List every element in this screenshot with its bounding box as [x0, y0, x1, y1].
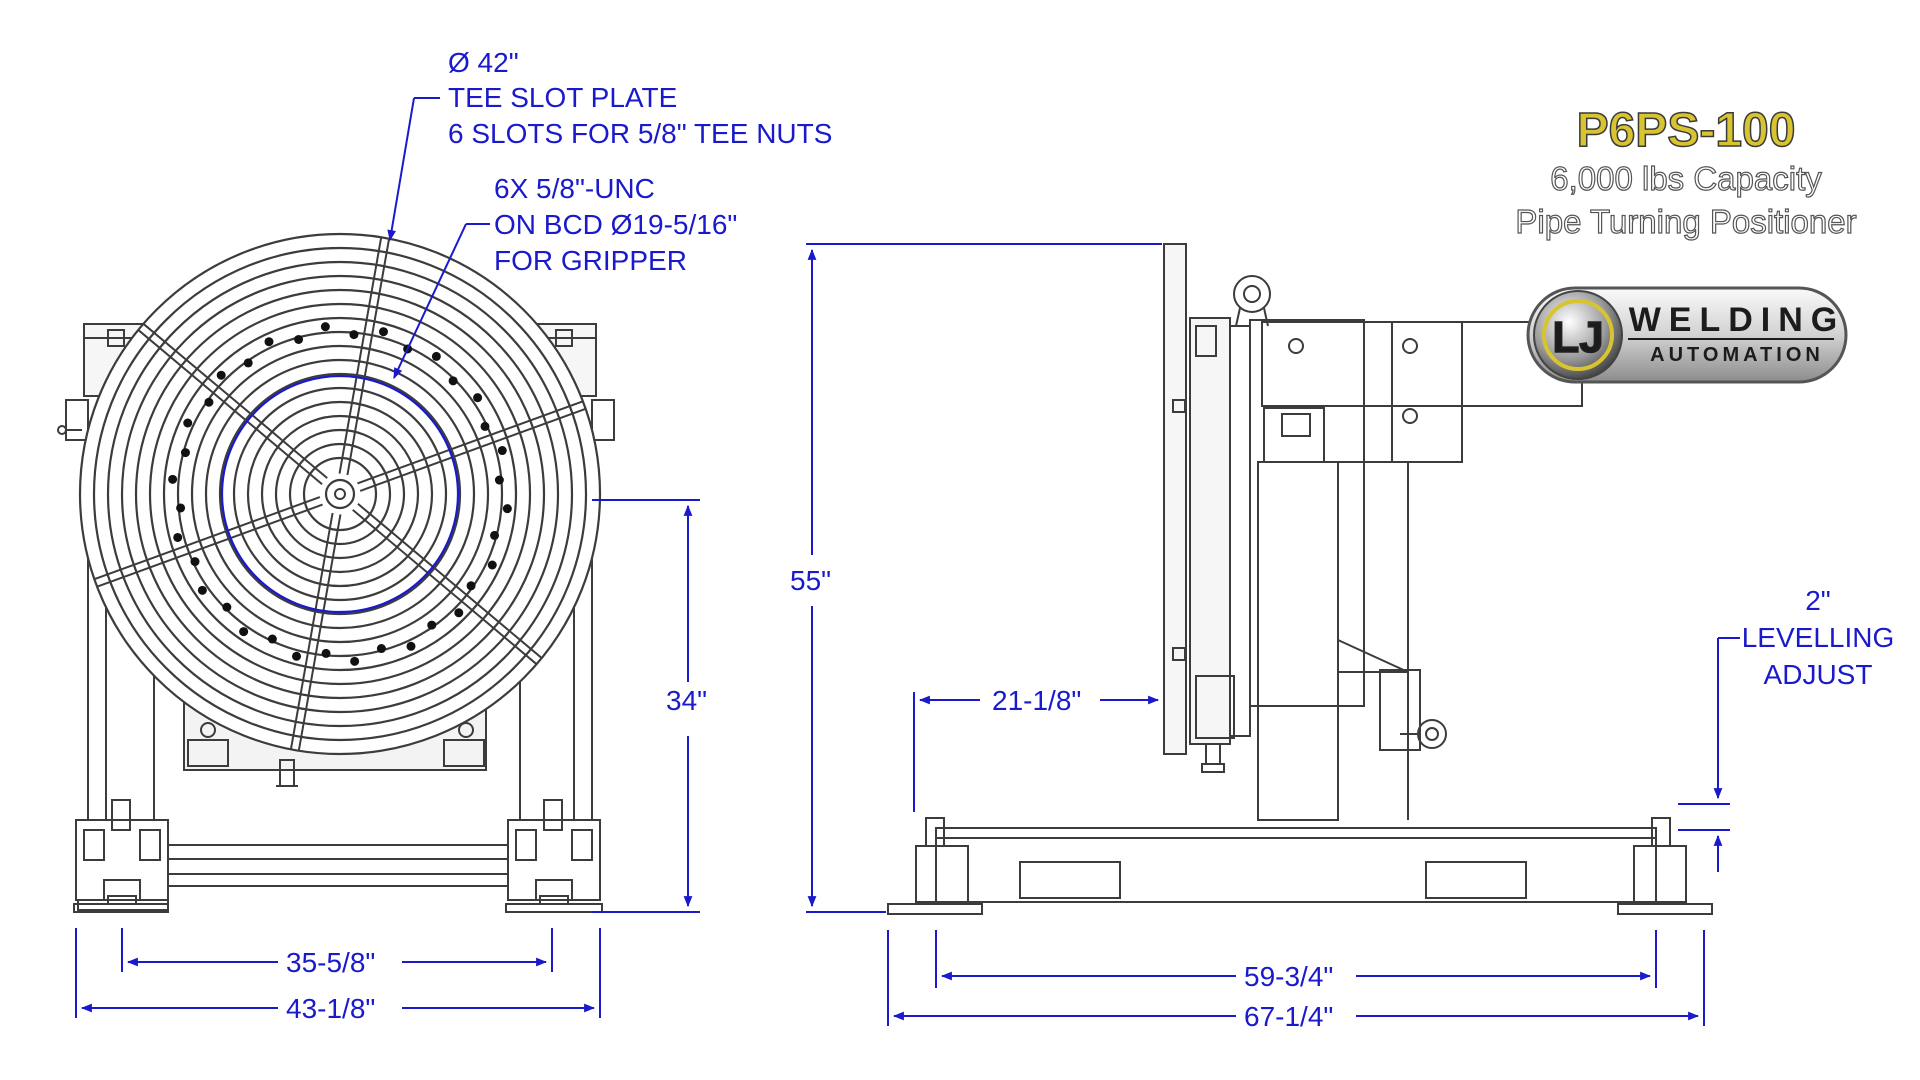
tee-slot-spoke [338, 237, 391, 476]
mounting-hole [480, 421, 490, 431]
mounting-hole [183, 418, 193, 428]
mounting-hole [406, 641, 416, 651]
mounting-hole [490, 530, 500, 540]
levelling-callout-2: LEVELLING [1742, 622, 1895, 653]
plate-ring [176, 330, 504, 658]
overall-height-dim: 55" [790, 565, 831, 596]
mounting-hole [448, 376, 458, 386]
levelling-callout-3: ADJUST [1764, 659, 1873, 690]
plate-ring [288, 442, 392, 546]
mounting-hole [321, 648, 331, 658]
plate-ring [162, 316, 518, 672]
plate-ring [274, 428, 406, 560]
mounting-hole [267, 634, 277, 644]
mounting-hole [454, 608, 464, 618]
levelling-callout-1: 2" [1805, 585, 1831, 616]
mounting-hole [173, 532, 183, 542]
logo-mark: LJ [1552, 313, 1603, 362]
bolt-circle-diameter [220, 374, 460, 614]
lifting-eye-icon [1233, 275, 1271, 313]
center-height-dim: 34" [666, 685, 707, 716]
product-title-block: P6PS-100 6,000 lbs Capacity Pipe Turning… [1515, 103, 1857, 240]
side-overall-length-dim: 67-1/4" [1244, 1001, 1333, 1032]
front-view [57, 232, 615, 913]
holes-callout-3: FOR GRIPPER [494, 245, 687, 276]
logo-word-welding: WELDING [1629, 301, 1846, 339]
logo-badge-icon [1533, 290, 1623, 380]
mounting-hole [350, 656, 360, 666]
plate-ring [232, 386, 448, 602]
mounting-hole [204, 397, 214, 407]
plate-slots-callout: 6 SLOTS FOR 5/8" TEE NUTS [448, 118, 832, 149]
mounting-hole [378, 327, 388, 337]
tee-slot-spokes [93, 237, 587, 751]
plate-ring [190, 344, 490, 644]
mounting-hole [497, 446, 507, 456]
mounting-hole [216, 370, 226, 380]
tee-slot-spoke [93, 496, 323, 588]
front-inner-width-dim: 35-5/8" [286, 947, 375, 978]
plate-ring [120, 274, 560, 714]
tee-slot-spoke [137, 323, 328, 485]
mounting-hole [427, 620, 437, 630]
plate-ring [134, 288, 546, 700]
mounting-hole [176, 503, 186, 513]
dimension-lines [75, 97, 1740, 1026]
logo-word-automation: AUTOMATION [1650, 344, 1824, 366]
mounting-hole [222, 602, 232, 612]
side-view [887, 243, 1713, 915]
product-line: Pipe Turning Positioner [1515, 203, 1856, 240]
mounting-hole [494, 475, 504, 485]
plate-ring [106, 260, 574, 728]
dimension-labels: 34" 55" 21-1/8" 35-5/8" 43-1/8" 59-3/4" … [286, 47, 1894, 1032]
plate-ring [246, 400, 434, 588]
mounting-hole [243, 358, 253, 368]
mounting-hole [264, 337, 274, 347]
gearbox-bolt-icon [458, 722, 474, 738]
gearbox-bolt-icon [200, 722, 216, 738]
mounting-hole [320, 322, 330, 332]
mounting-hole [292, 651, 302, 661]
plate-ring [204, 358, 476, 630]
mounting-hole [190, 557, 200, 567]
holes-callout-2: ON BCD Ø19-5/16" [494, 209, 737, 240]
capacity-line: 6,000 lbs Capacity [1550, 160, 1822, 197]
lj-welding-logo: LJ WELDING AUTOMATION [1526, 286, 1848, 384]
mounting-hole [502, 504, 512, 514]
plate-diameter-callout: Ø 42" [448, 47, 519, 78]
mounting-hole [180, 448, 190, 458]
mounting-hole [349, 330, 359, 340]
mounting-hole [294, 334, 304, 344]
plate-ring [218, 372, 462, 616]
mounting-hole [466, 581, 476, 591]
plate-ring [302, 456, 378, 532]
plate-ring [92, 246, 588, 742]
mounting-hole [197, 585, 207, 595]
mounting-hole [473, 393, 483, 403]
plate-offset-dim: 21-1/8" [992, 685, 1081, 716]
plate-ring [260, 414, 420, 574]
mounting-hole [487, 560, 497, 570]
holes-callout-1: 6X 5/8"-UNC [494, 173, 655, 204]
front-overall-width-dim: 43-1/8" [286, 993, 375, 1024]
tee-slot-spoke [352, 503, 543, 665]
plate-ring [148, 302, 532, 686]
mounting-hole [239, 627, 249, 637]
model-number: P6PS-100 [1577, 104, 1796, 157]
mounting-holes [168, 322, 512, 666]
tee-slot-spoke [357, 400, 587, 492]
mounting-hole [168, 474, 178, 484]
mounting-hole [376, 644, 386, 654]
tee-slot-spoke [289, 512, 342, 751]
plate-name-callout: TEE SLOT PLATE [448, 82, 677, 113]
side-inner-length-dim: 59-3/4" [1244, 961, 1333, 992]
mounting-hole [431, 351, 441, 361]
